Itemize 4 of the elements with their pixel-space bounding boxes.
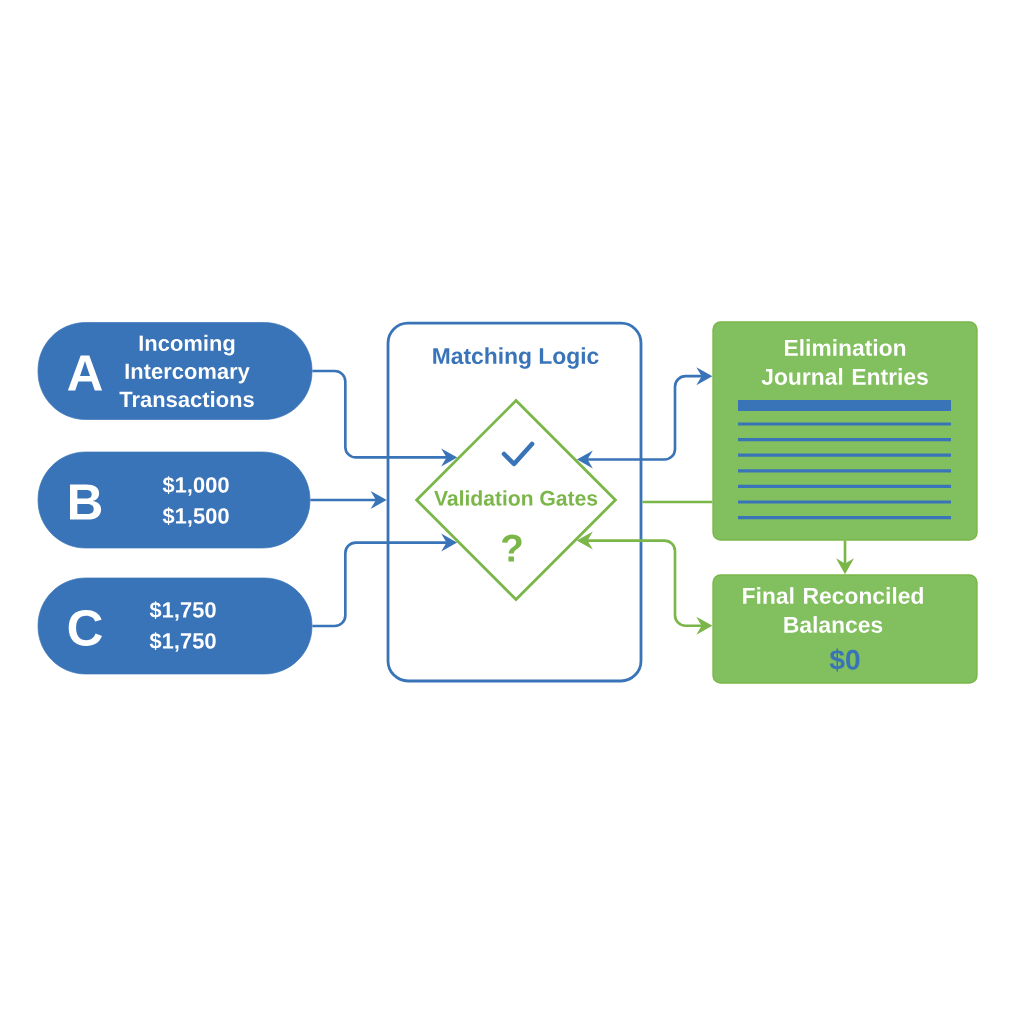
rounded-box: C $1,750 $1,750 bbox=[37, 577, 313, 675]
rounded-box: A Incoming Intercomary Transactions bbox=[37, 322, 313, 420]
rounded-box: B $1,000 $1,500 bbox=[37, 451, 311, 549]
process-box: Final Reconciled Balances $0 bbox=[712, 574, 978, 684]
